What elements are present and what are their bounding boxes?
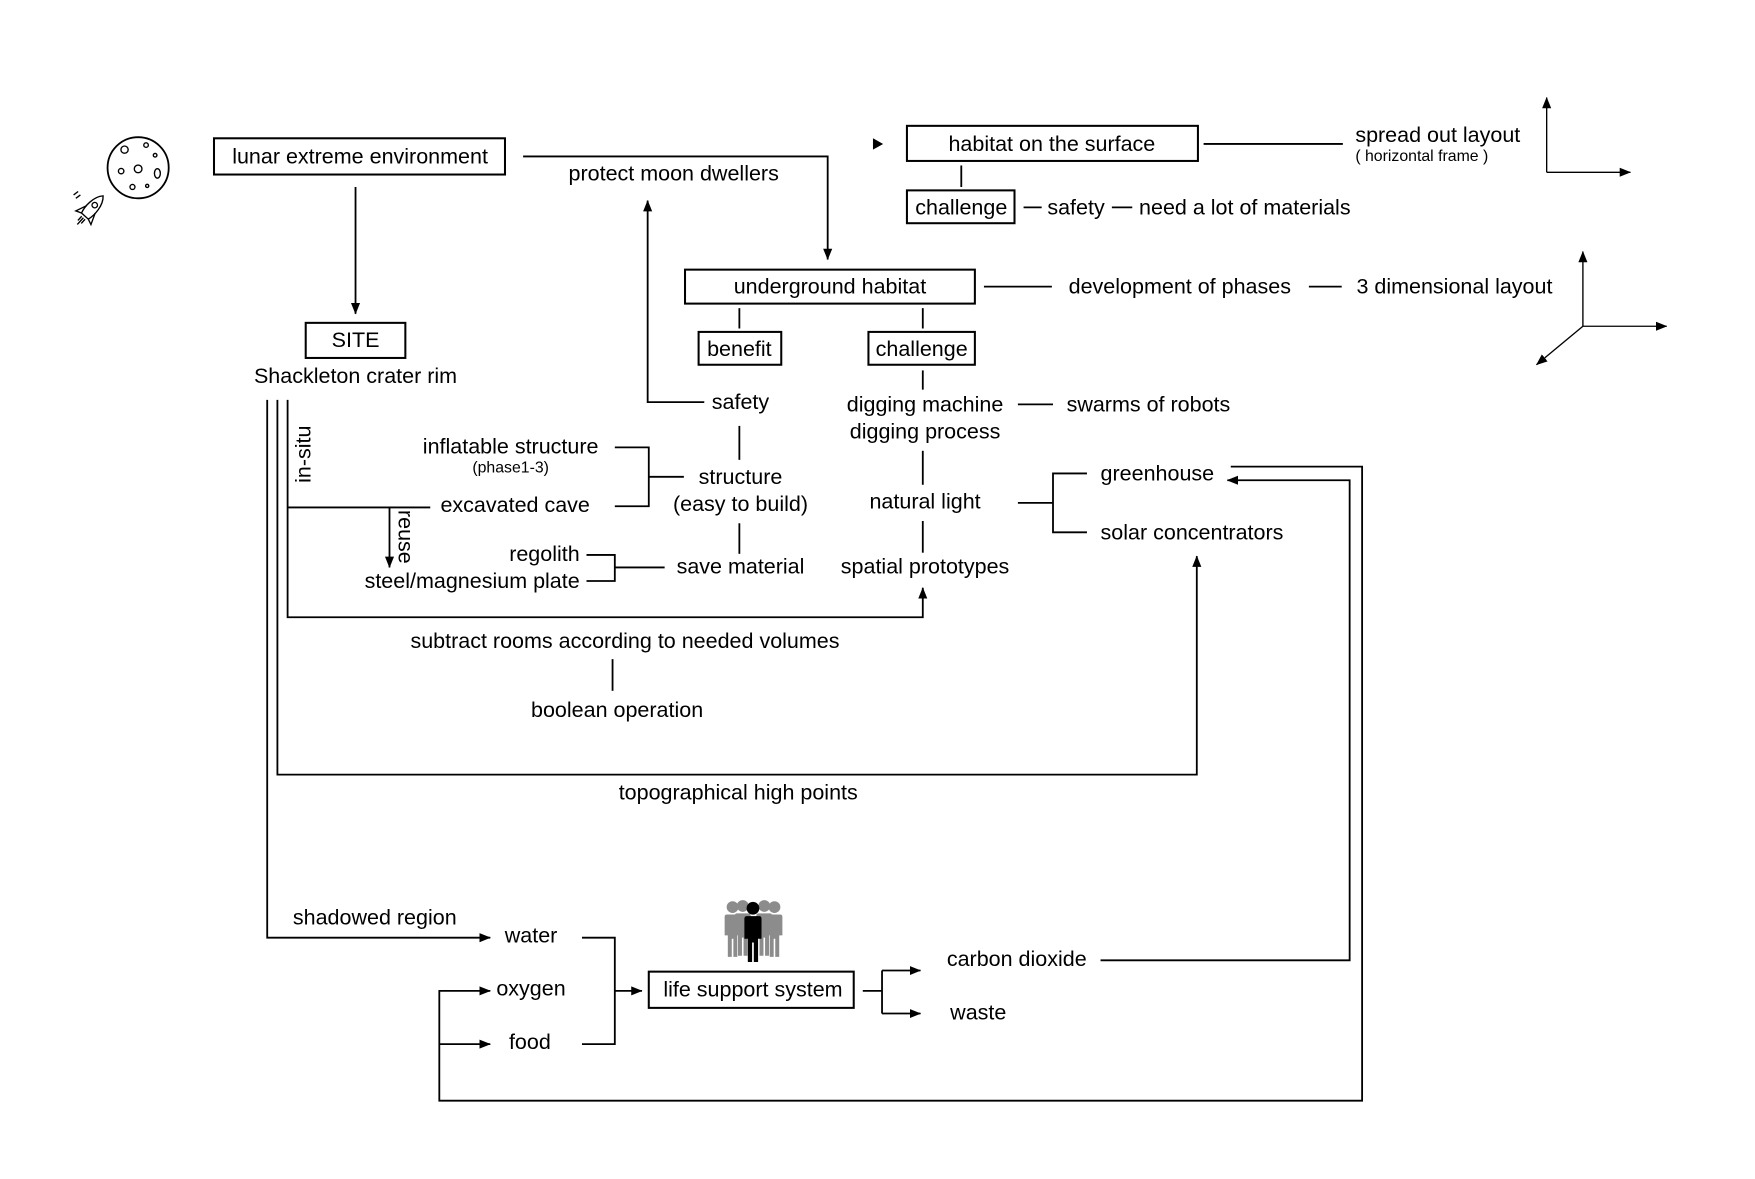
materials-label: need a lot of materials <box>1139 195 1351 219</box>
lunar-environment-label: lunar extreme environment <box>232 144 488 168</box>
excavated-cave-label: excavated cave <box>440 493 589 517</box>
reuse-label: reuse <box>393 510 417 564</box>
bracket-inputs <box>581 936 616 1046</box>
structure-note-label: (easy to build) <box>673 492 808 516</box>
site-label: SITE <box>332 328 380 352</box>
oxygen-label: oxygen <box>496 977 565 1001</box>
life-support-label: life support system <box>663 978 842 1002</box>
loop-co2-to-greenhouse <box>1100 475 1351 962</box>
underground-habitat-box <box>683 268 976 305</box>
protect-label: protect moon dwellers <box>569 161 779 185</box>
bracket-materials <box>586 554 616 582</box>
horizontal-frame-label: ( horizontal frame ) <box>1355 148 1488 165</box>
surface-challenge-box <box>905 189 1016 225</box>
benefit-box <box>697 330 783 366</box>
subtract-rooms-label: subtract rooms according to needed volum… <box>410 629 839 653</box>
arrow-safety-to-protect <box>643 200 705 404</box>
surface-safety-label: safety <box>1047 195 1105 219</box>
layout-3d-label: 3 dimensional layout <box>1356 275 1552 299</box>
shadowed-region-label: shadowed region <box>293 905 457 929</box>
underground-challenge-label: challenge <box>876 337 968 361</box>
lunar-environment-box <box>212 137 507 176</box>
greenhouse-label: greenhouse <box>1101 461 1215 485</box>
inflatable-structure-label: inflatable structure <box>423 434 599 458</box>
save-material-label: save material <box>677 554 805 578</box>
waste-label: waste <box>949 1000 1006 1024</box>
surface-habitat-box <box>905 124 1199 162</box>
axis-2d-icon <box>1542 96 1632 177</box>
surface-challenge-label: challenge <box>915 195 1007 219</box>
arrow-site-to-spatial <box>286 399 928 619</box>
boolean-operation-label: boolean operation <box>531 698 703 722</box>
structure-label: structure <box>699 465 783 489</box>
surface-habitat-label: habitat on the surface <box>948 132 1155 156</box>
triangle-pointer-icon <box>872 138 884 150</box>
robots-label: swarms of robots <box>1067 392 1231 416</box>
arrow-site-to-solar <box>276 399 1202 776</box>
bracket-light-outputs <box>1052 472 1087 534</box>
regolith-label: regolith <box>509 542 580 566</box>
people-icon <box>724 900 783 963</box>
loop-greenhouse-to-oxygen <box>438 465 1364 1102</box>
carbon-dioxide-label: carbon dioxide <box>947 947 1087 971</box>
connector-lunar-to-underground <box>523 155 833 261</box>
moon-icon <box>106 136 170 200</box>
natural-light-label: natural light <box>869 490 980 514</box>
underground-challenge-box <box>867 330 976 366</box>
phases-label: development of phases <box>1069 275 1291 299</box>
in-situ-label: in-situ <box>291 426 315 483</box>
rocket-icon <box>73 190 104 227</box>
arrow-site-to-water <box>266 399 491 943</box>
spread-layout-label: spread out layout <box>1355 123 1520 147</box>
safety-label: safety <box>712 390 770 414</box>
site-box <box>304 321 407 359</box>
bracket-construction-methods <box>614 446 650 508</box>
topographical-label: topographical high points <box>619 781 858 805</box>
phase-label: (phase1-3) <box>472 459 549 476</box>
digging-process-label: digging process <box>850 420 1001 444</box>
water-label: water <box>504 923 558 947</box>
underground-habitat-label: underground habitat <box>734 275 926 299</box>
site-name-label: Shackleton crater rim <box>254 364 457 388</box>
food-label: food <box>509 1030 551 1054</box>
life-support-box <box>647 970 855 1009</box>
benefit-label: benefit <box>707 337 772 361</box>
steel-plate-label: steel/magnesium plate <box>365 569 580 593</box>
digging-machine-label: digging machine <box>847 392 1004 416</box>
spatial-prototypes-label: spatial prototypes <box>841 554 1010 578</box>
axis-3d-icon <box>1536 250 1668 366</box>
solar-concentrators-label: solar concentrators <box>1101 520 1284 544</box>
